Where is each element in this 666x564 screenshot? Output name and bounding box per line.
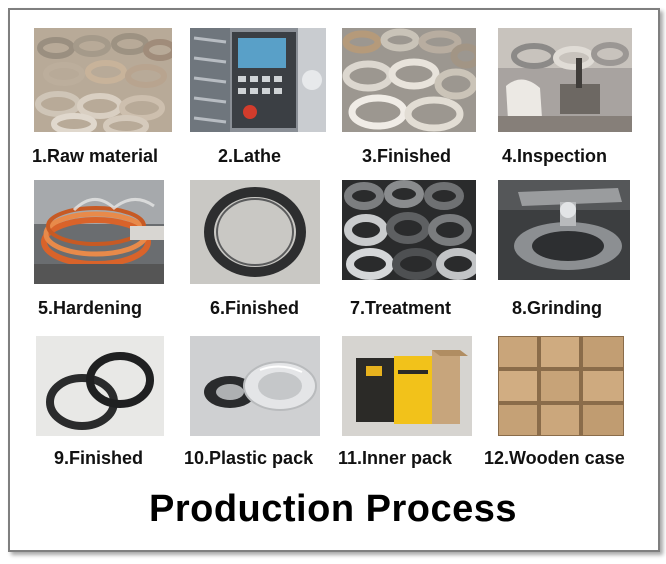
lathe-photo xyxy=(190,28,326,132)
step-1-label: 1.Raw material xyxy=(32,146,159,166)
step-4-label: 4.Inspection xyxy=(502,146,608,166)
step-12-label: 12.Wooden case xyxy=(484,448,625,468)
finished-rings-photo xyxy=(342,28,476,132)
hardening-photo xyxy=(34,180,164,284)
step-3-label: 3.Finished xyxy=(362,146,452,166)
raw-material-photo xyxy=(34,28,172,132)
inner-pack-photo xyxy=(342,336,472,436)
inspection-photo xyxy=(498,28,632,132)
black-ring-photo xyxy=(190,180,320,284)
step-2-label: 2.Lathe xyxy=(218,146,282,166)
step-11-label: 11.Inner pack xyxy=(338,448,453,468)
wooden-case-photo xyxy=(498,336,624,436)
seal-pair-photo xyxy=(36,336,164,436)
step-10-label: 10.Plastic pack xyxy=(184,448,314,468)
step-5-label: 5.Hardening xyxy=(38,298,143,318)
step-6-label: 6.Finished xyxy=(210,298,300,318)
step-9-label: 9.Finished xyxy=(54,448,144,468)
plastic-pack-photo xyxy=(190,336,320,436)
step-7-label: 7.Treatment xyxy=(350,298,452,318)
step-8-label: 8.Grinding xyxy=(512,298,602,318)
treatment-photo xyxy=(342,180,476,280)
page-title: Production Process xyxy=(149,488,517,530)
grinding-photo xyxy=(498,180,630,280)
